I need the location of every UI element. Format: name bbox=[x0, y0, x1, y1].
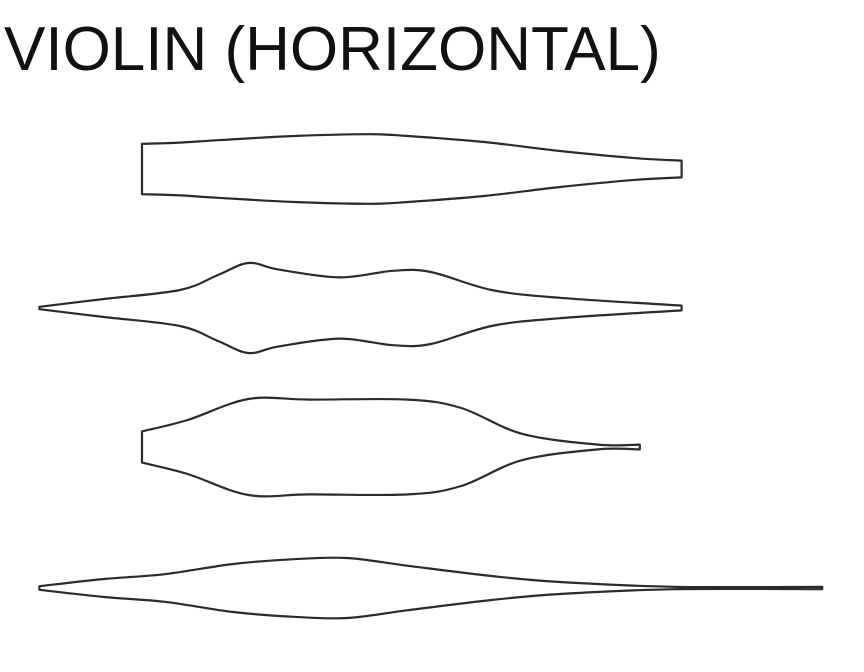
chart-title: VIOLIN (HORIZONTAL) bbox=[4, 15, 661, 84]
violin-group bbox=[38, 133, 824, 620]
violin-3 bbox=[140, 396, 641, 498]
violin-4 bbox=[38, 556, 824, 620]
violin-1 bbox=[140, 133, 683, 205]
violin-2 bbox=[38, 261, 683, 355]
